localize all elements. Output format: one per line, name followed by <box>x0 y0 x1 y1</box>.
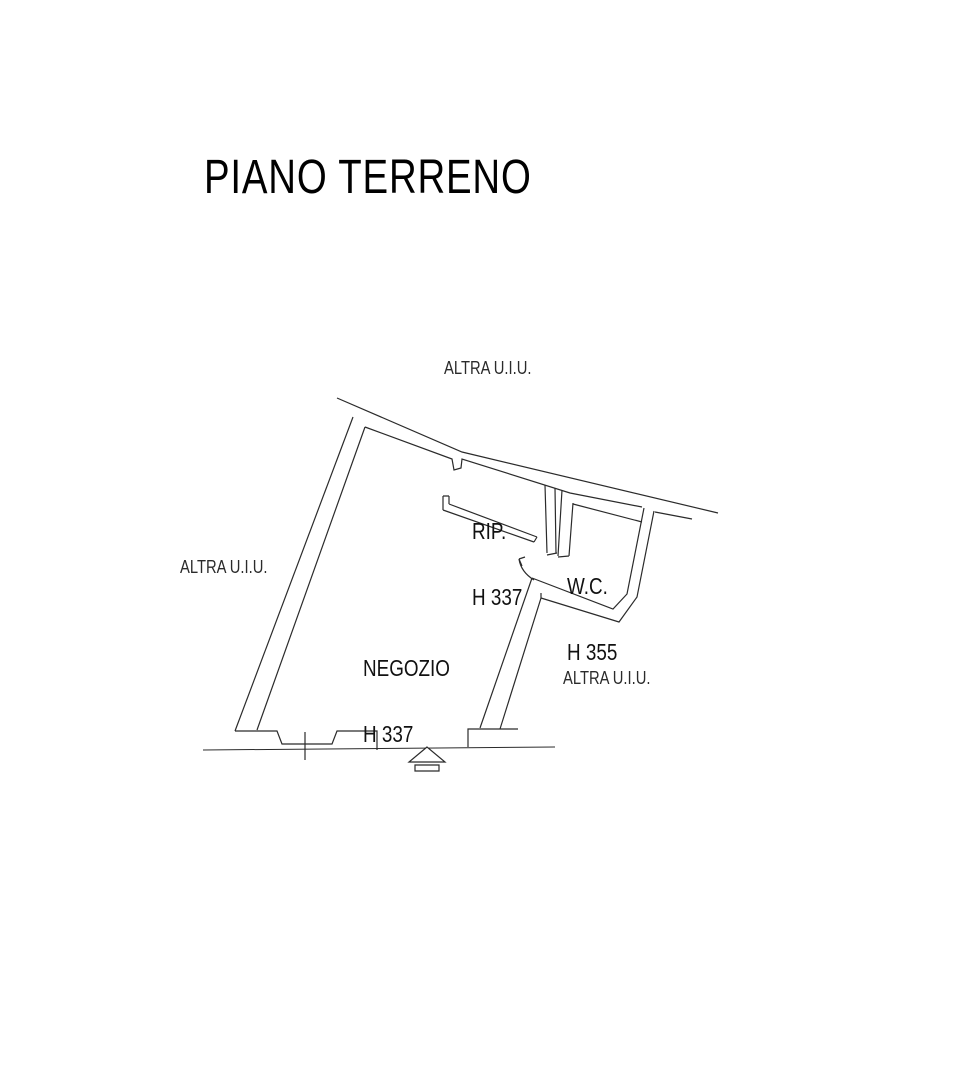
entrance-bar <box>415 765 439 771</box>
room-label-rip: RIP. H 337 <box>472 476 522 652</box>
negozio-right-wall-outer <box>480 578 532 728</box>
wc-bottom-right-outer-line <box>541 511 654 622</box>
wall-left-inner-line <box>257 427 365 730</box>
boundary-top-inner-right-segment <box>655 512 692 519</box>
room-negozio-name: NEGOZIO <box>363 655 450 681</box>
room-label-negozio: NEGOZIO H 337 <box>363 613 450 789</box>
page-title: PIANO TERRENO <box>204 151 532 204</box>
room-rip-height: H 337 <box>472 584 523 610</box>
wc-left-wall <box>558 490 573 557</box>
boundary-top-inner-line <box>365 427 642 507</box>
door-swing-icon <box>519 557 534 580</box>
boundary-wall-top <box>337 398 718 519</box>
entrance-triangle <box>409 747 445 762</box>
wall-left <box>235 417 365 731</box>
rip-partition-wall <box>443 496 537 542</box>
room-wc-height: H 355 <box>567 639 618 665</box>
neighbor-label-top: ALTRA U.I.U. <box>444 358 532 378</box>
room-rip-name: RIP. <box>472 518 507 544</box>
wc-walls <box>532 490 654 622</box>
rip-right-wall <box>545 485 557 555</box>
neighbor-label-left: ALTRA U.I.U. <box>180 557 268 577</box>
room-wc-name: W.C. <box>567 573 608 599</box>
bottom-right-step <box>468 729 518 747</box>
wall-left-outer-line <box>235 417 353 731</box>
boundary-top-outer-line <box>337 398 718 513</box>
facade-bottom <box>203 729 555 760</box>
entrance-arrow-icon <box>409 747 445 771</box>
door-swing-arrowhead <box>519 557 525 566</box>
neighbor-label-right: ALTRA U.I.U. <box>563 668 651 688</box>
room-negozio-height: H 337 <box>363 721 414 747</box>
rip-walls <box>443 485 557 555</box>
wc-top-inner-line <box>573 504 642 522</box>
room-label-wc: W.C. H 355 <box>567 531 617 707</box>
negozio-bottom-wall-profile <box>235 731 377 750</box>
facade-street-line <box>203 747 555 750</box>
wc-bottom-right-inner-line <box>532 508 644 609</box>
